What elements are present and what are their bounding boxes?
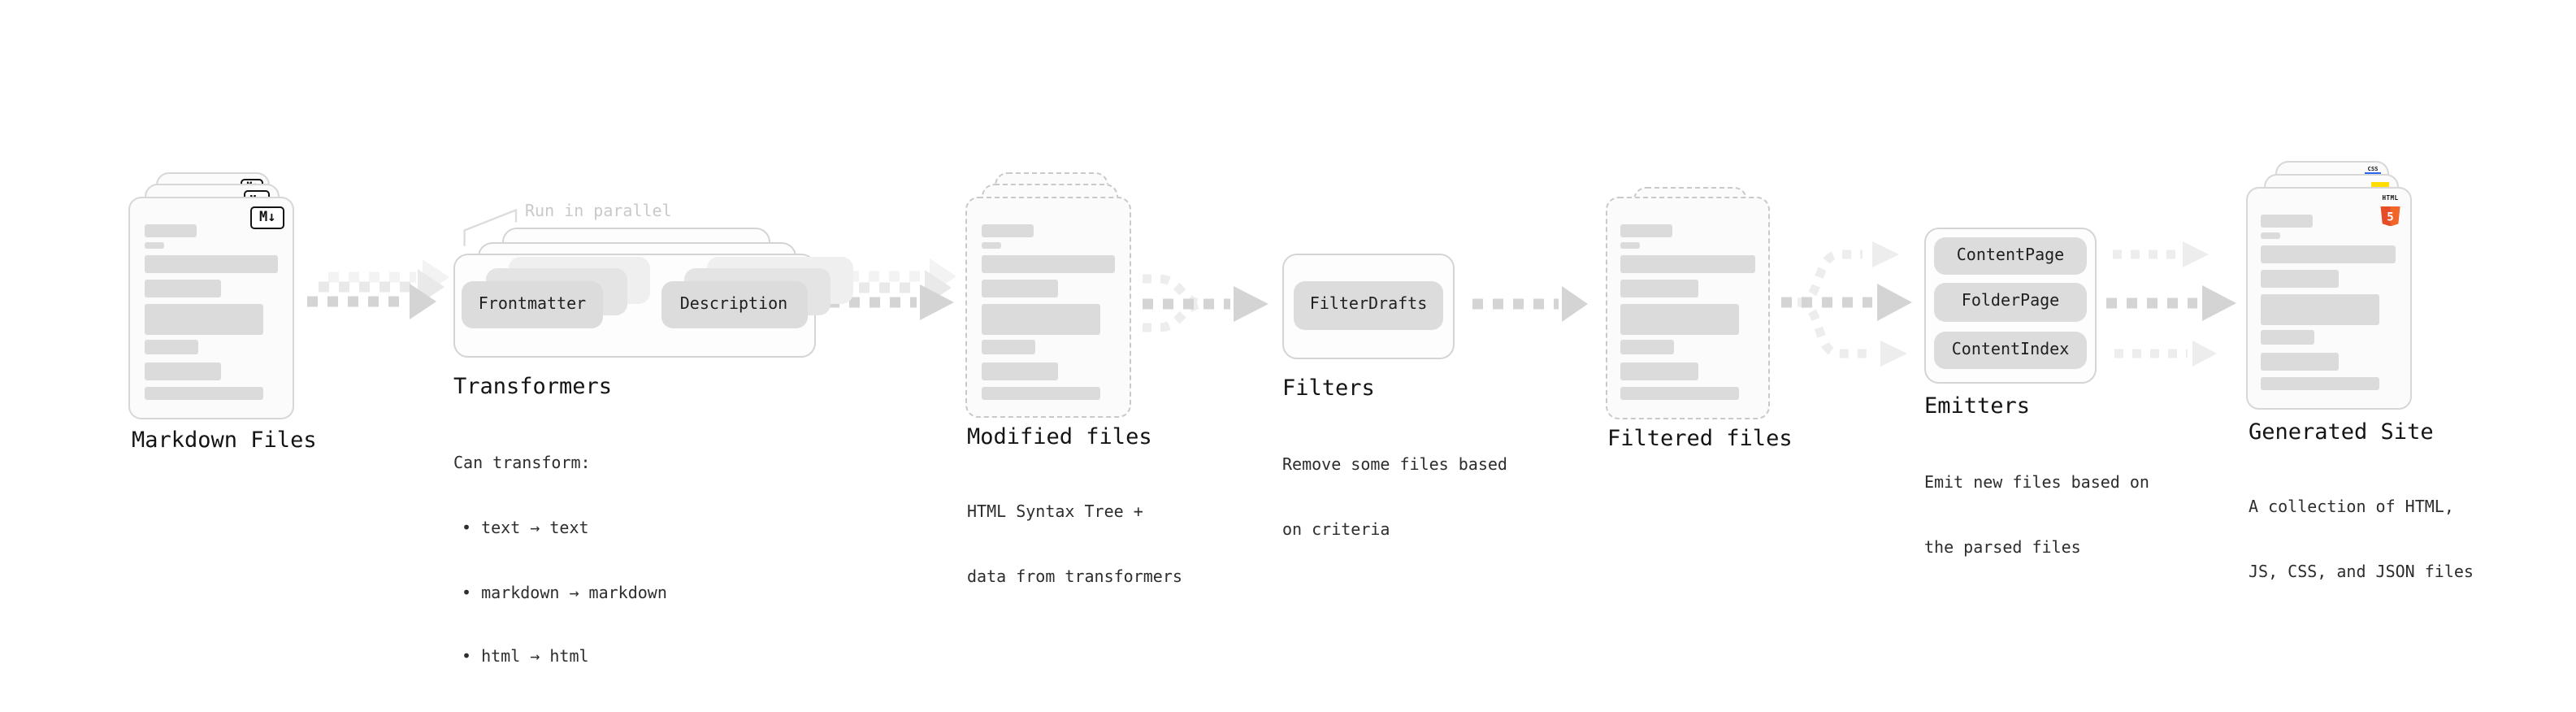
- text-placeholder-bar: [144, 303, 263, 335]
- arrow-markdown-to-transformers: [307, 259, 449, 319]
- desc-line: the parsed files: [1924, 539, 2081, 558]
- text-placeholder-bar: [144, 340, 198, 354]
- filter-filterdrafts: FilterDrafts: [1294, 280, 1443, 329]
- arrow-emitters-to-generated: [2106, 241, 2236, 367]
- transformer-description: Description: [661, 280, 807, 328]
- text-placeholder-bar: [144, 386, 263, 401]
- run-in-parallel-note: Run in parallel: [525, 202, 672, 220]
- emitters-description: Emit new files based on the parsed files: [1924, 430, 2149, 601]
- desc-line: data from transformers: [967, 569, 1182, 588]
- text-placeholder-bar: [2261, 293, 2379, 324]
- text-placeholder-bar: [1620, 362, 1698, 380]
- text-placeholder-bar: [144, 242, 164, 250]
- emitter-folderpage: FolderPage: [1934, 283, 2087, 321]
- text-placeholder-bar: [981, 279, 1058, 297]
- stage-label-generated-site: Generated Site: [2249, 419, 2434, 445]
- css-badge-label: CSS: [2367, 166, 2379, 172]
- generated-file-card-front: HTML 5: [2245, 187, 2412, 409]
- text-placeholder-bar: [1620, 303, 1739, 334]
- text-placeholder-bar: [981, 303, 1099, 334]
- text-placeholder-bar: [1620, 224, 1672, 237]
- text-placeholder-bar: [1620, 386, 1739, 400]
- text-placeholder-bar: [1620, 242, 1640, 249]
- stage-label-transformers: Transformers: [453, 374, 613, 400]
- desc-line: Can transform:: [453, 455, 591, 474]
- text-placeholder-bar: [2261, 330, 2314, 344]
- generated-site-description: A collection of HTML, JS, CSS, and JSON …: [2249, 454, 2474, 626]
- modified-files-description: HTML Syntax Tree + data from transformer…: [967, 460, 1182, 632]
- text-placeholder-bar: [144, 224, 197, 237]
- text-placeholder-bar: [981, 224, 1033, 237]
- text-placeholder-bar: [2261, 232, 2280, 239]
- desc-line: Remove some files based: [1282, 456, 1507, 475]
- desc-line: JS, CSS, and JSON files: [2249, 563, 2474, 582]
- stage-label-filtered-files: Filtered files: [1607, 426, 1793, 452]
- desc-line: • text → text: [462, 520, 589, 539]
- js-badge: [2371, 182, 2389, 190]
- transformers-description: Can transform: • text → text • markdown …: [453, 411, 667, 712]
- pipeline-diagram: M↓ M↓ M↓ Markdown Files Frontmatter Desc…: [128, 161, 2474, 667]
- arrow-filtered-to-emitters: [1781, 241, 1912, 367]
- filtered-file-card-front: [1605, 197, 1770, 419]
- emitter-contentindex: ContentIndex: [1934, 331, 2087, 369]
- stage-label-emitters: Emitters: [1924, 393, 2031, 419]
- desc-line: on criteria: [1282, 521, 1390, 540]
- text-placeholder-bar: [1620, 340, 1674, 354]
- modified-file-card-front: [965, 197, 1131, 417]
- arrow-filters-to-filtered: [1472, 286, 1588, 322]
- transformer-frontmatter: Frontmatter: [462, 280, 603, 328]
- text-placeholder-bar: [2261, 245, 2395, 263]
- html5-badge-label: HTML: [2382, 193, 2399, 201]
- desc-line: • markdown → markdown: [462, 584, 667, 603]
- text-placeholder-bar: [981, 254, 1115, 272]
- desc-line: HTML Syntax Tree +: [967, 504, 1143, 523]
- text-placeholder-bar: [2261, 352, 2338, 371]
- text-placeholder-bar: [2261, 215, 2313, 227]
- emitter-contentpage: ContentPage: [1934, 237, 2087, 275]
- text-placeholder-bar: [981, 386, 1099, 400]
- text-placeholder-bar: [144, 279, 222, 297]
- text-placeholder-bar: [1620, 254, 1754, 272]
- text-placeholder-bar: [981, 362, 1058, 380]
- text-placeholder-bar: [981, 242, 1000, 249]
- desc-line: Emit new files based on: [1924, 474, 2149, 493]
- desc-line: • html → html: [462, 649, 589, 667]
- markdown-file-card-front: M↓: [128, 197, 294, 419]
- markdown-icon: M↓: [250, 206, 284, 229]
- stage-label-modified-files: Modified files: [967, 424, 1152, 450]
- svg-text:5: 5: [2387, 210, 2394, 223]
- stage-label-markdown-files: Markdown Files: [132, 427, 317, 453]
- text-placeholder-bar: [144, 254, 279, 273]
- arrow-modified-to-filters: [1143, 274, 1268, 332]
- text-placeholder-bar: [2261, 376, 2379, 390]
- text-placeholder-bar: [144, 362, 222, 381]
- text-placeholder-bar: [981, 340, 1034, 354]
- text-placeholder-bar: [1620, 279, 1698, 297]
- filters-description: Remove some files based on criteria: [1282, 412, 1507, 584]
- text-placeholder-bar: [2261, 269, 2338, 287]
- desc-line: A collection of HTML,: [2249, 498, 2454, 517]
- html5-icon: HTML 5: [2379, 193, 2401, 232]
- stage-label-filters: Filters: [1282, 376, 1375, 402]
- html5-shield: 5: [2380, 206, 2400, 226]
